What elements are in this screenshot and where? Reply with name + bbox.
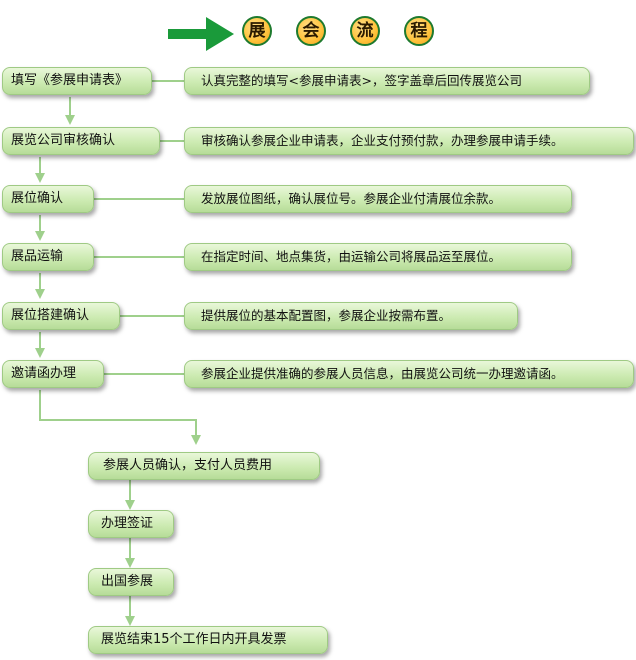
step-exhibit-transport: 展品运输 [2,243,94,271]
desc-company-review: 审核确认参展企业申请表，企业支付预付款，办理参展申请手续。 [184,127,634,155]
desc-exhibit-transport: 在指定时间、地点集货，由运输公司将展品运至展位。 [184,243,572,271]
step-booth-build: 展位搭建确认 [2,302,120,330]
title-char-1: 展 [242,16,272,46]
step-personnel-confirm: 参展人员确认，支付人员费用 [88,452,320,480]
title-char-3: 流 [350,16,380,46]
desc-booth-confirm: 发放展位图纸，确认展位号。参展企业付清展位余款。 [184,185,572,213]
step-apply-form: 填写《参展申请表》 [2,67,152,95]
desc-invitation: 参展企业提供准确的参展人员信息，由展览公司统一办理邀请函。 [184,360,634,388]
step-visa: 办理签证 [88,510,174,538]
step-company-review: 展览公司审核确认 [2,127,160,155]
title-char-2: 会 [296,16,326,46]
title-char-4: 程 [404,16,434,46]
step-booth-confirm: 展位确认 [2,185,94,213]
desc-booth-build: 提供展位的基本配置图，参展企业按需布置。 [184,302,518,330]
step-go-abroad: 出国参展 [88,568,174,596]
title-arrow-icon [168,17,234,51]
step-invoice: 展览结束15个工作日内开具发票 [88,626,328,654]
step-invitation: 邀请函办理 [2,360,104,388]
connector-elbow [39,390,201,445]
desc-apply-form: 认真完整的填写<参展申请表>，签字盖章后回传展览公司 [184,67,590,95]
